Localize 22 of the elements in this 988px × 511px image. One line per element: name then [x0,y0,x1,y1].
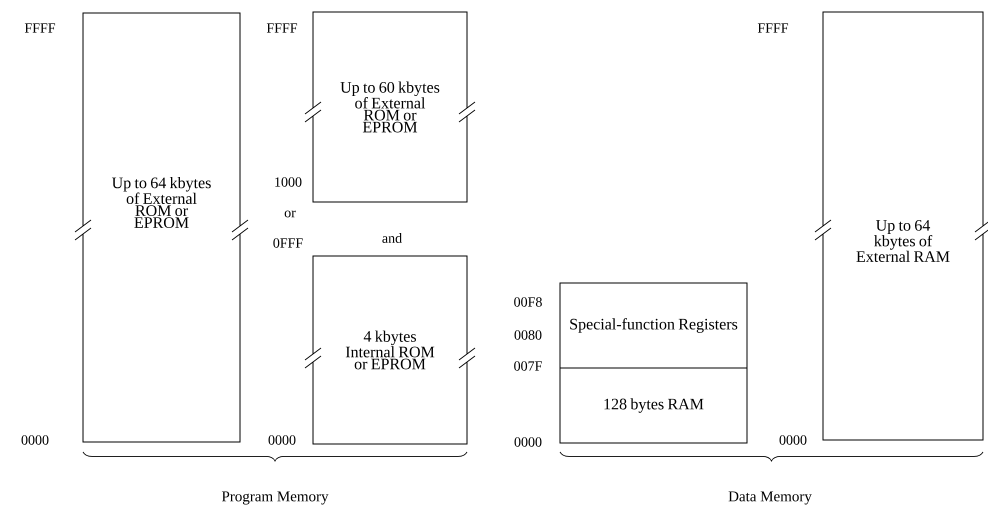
address-label: 0000 [268,435,296,445]
memory-block: Special-function Registers [560,282,748,368]
address-label: 007F [514,361,542,371]
memory-block: Up to 64 kbytes of External ROM or EPROM [82,12,240,442]
address-label: 0FFF [273,238,303,248]
group-label: Data Memory [728,491,812,504]
address-label: FFFF [758,23,788,33]
connector-word: or [284,210,296,218]
address-label: 0080 [514,330,542,340]
address-label: 0000 [780,435,806,445]
address-label: 00F8 [514,297,542,307]
address-label: 0000 [22,435,48,445]
address-label: 0000 [514,437,542,447]
address-label: 1000 [275,177,302,187]
memory-block: 4 kbytes Internal ROM or EPROM [312,256,468,444]
memory-block: Up to 64 kbytes of External RAM [822,12,984,440]
memory-block: Up to 60 kbytes of External ROM or EPROM [312,12,468,202]
connector-word: and [382,233,402,243]
group-label: Program Memory [222,491,328,504]
address-label: FFFF [266,23,298,33]
memory-block: 128 bytes RAM [560,367,748,444]
address-label: FFFF [24,23,56,33]
